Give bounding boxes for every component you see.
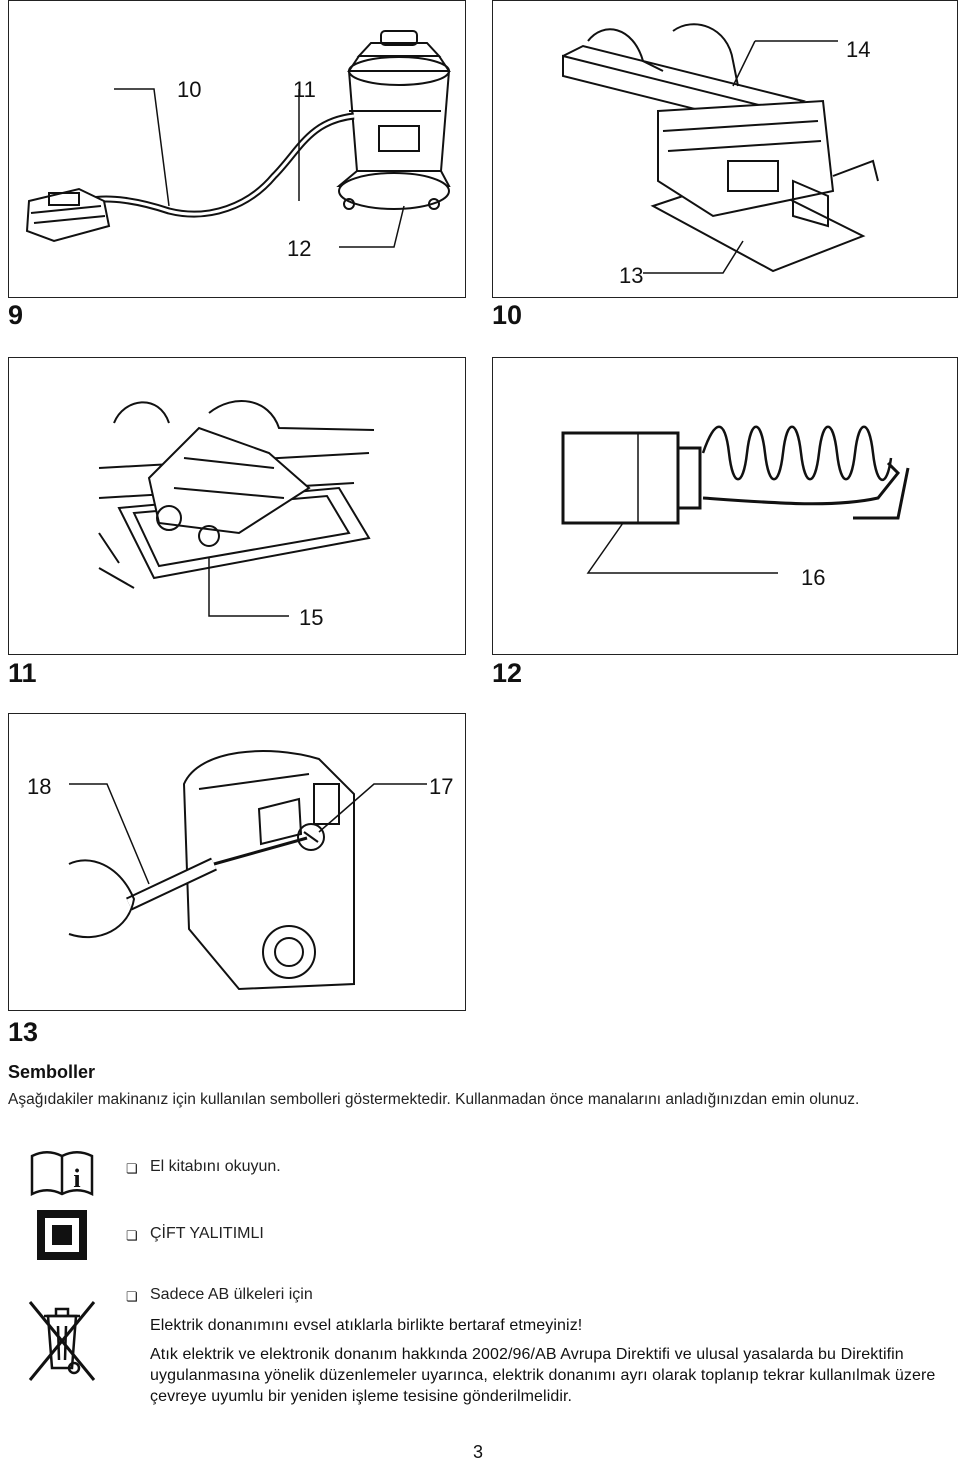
callout-14: 14 [846, 37, 871, 62]
weee-directive-paragraph: Atık elektrik ve elektronik donanım hakk… [150, 1346, 936, 1405]
callout-10: 10 [177, 77, 202, 102]
callout-16: 16 [801, 565, 826, 590]
callout-15: 15 [299, 605, 324, 630]
double-insulation-icon [37, 1210, 87, 1260]
symbol-text-double-insulation: ÇİFT YALITIMLI [150, 1225, 264, 1242]
symbols-heading: Semboller [8, 1062, 96, 1082]
bullet-weee: ❏ [126, 1289, 138, 1304]
page-number: 3 [473, 1442, 484, 1462]
figure-number-12: 12 [492, 658, 523, 688]
symbol-row-manual: i [30, 1150, 94, 1201]
carbon-brush-illustration [561, 425, 910, 574]
sanding-shoe-illustration [98, 400, 375, 617]
sander-stand-illustration [562, 23, 879, 274]
figure-13-panel: 18 17 [8, 713, 466, 1011]
bullet-double-insulation: ❏ [126, 1228, 138, 1243]
callout-13: 13 [619, 263, 644, 288]
figure-10-panel: 14 13 [492, 0, 958, 298]
symbols-intro: Aşağıdakiler makinanız için kullanılan s… [8, 1091, 860, 1108]
callout-17: 17 [429, 774, 454, 799]
figure-12-panel: 16 [492, 357, 958, 655]
svg-text:i: i [73, 1164, 80, 1193]
symbol-row-weee [22, 1296, 102, 1391]
symbol-row-double-insulation [36, 1209, 88, 1266]
figure-number-10: 10 [492, 300, 523, 330]
brush-cap-screwdriver-illustration [68, 750, 427, 991]
figure-9-panel: 10 11 12 [8, 0, 466, 298]
symbol-text-weee: Sadece AB ülkeleri için [150, 1286, 313, 1303]
figure-number-13: 13 [8, 1017, 39, 1047]
weee-warning-line: Elektrik donanımını evsel atıklarla birl… [150, 1317, 583, 1334]
crossed-bin-icon [28, 1301, 96, 1381]
figure-number-11: 11 [8, 658, 37, 688]
callout-11: 11 [293, 77, 316, 102]
figure-11-panel: 15 [8, 357, 466, 655]
symbol-text-manual: El kitabını okuyun. [150, 1158, 281, 1175]
sander-vacuum-illustration [25, 30, 451, 248]
figure-number-9: 9 [8, 300, 24, 330]
manual-info-icon: i [30, 1151, 94, 1197]
callout-12: 12 [287, 236, 312, 261]
callout-18: 18 [27, 774, 52, 799]
bullet-manual: ❏ [126, 1161, 138, 1176]
